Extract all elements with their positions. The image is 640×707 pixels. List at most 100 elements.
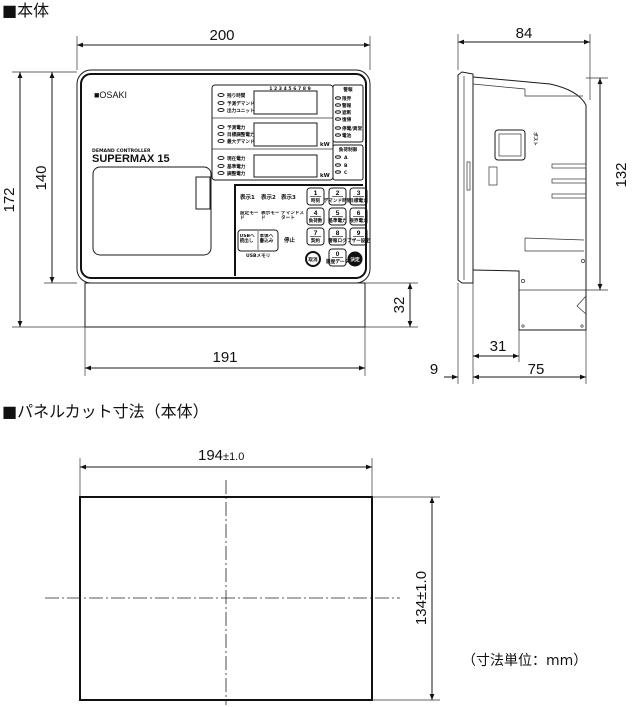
key-label: 警報ログ [328, 237, 347, 244]
demand-start-button[interactable]: デマンドスタート [281, 211, 305, 225]
display2-button[interactable]: 表示2 [260, 193, 276, 201]
buzzer-stop-button[interactable]: 停止 [284, 236, 296, 244]
usb-read-button[interactable]: USBへ読出し [240, 234, 258, 248]
key-frame [306, 227, 325, 246]
load-label: C [344, 170, 348, 176]
key-label: 基準電力 [327, 217, 347, 224]
key-number: 9 [357, 230, 361, 237]
load-header: 負荷制御 [339, 146, 358, 153]
model-name: SUPERMAX 15 [92, 153, 170, 165]
setting-mode-button[interactable]: 設定モード [240, 211, 259, 225]
unit-kw-2: kW [320, 142, 330, 148]
key-frame [328, 187, 347, 206]
port-label: ポスト [532, 132, 539, 146]
setting-mode-label: 設定モード [240, 211, 259, 222]
usb-write-button[interactable]: 本体へ書込み [260, 234, 278, 248]
model-subtitle: DEMAND CONTROLLER [92, 148, 151, 154]
key-label: ブザー設定 [347, 237, 370, 244]
key-frame [349, 207, 368, 226]
keypad-key-1[interactable]: 1時刻 [306, 187, 325, 206]
cancel-button-label: 取消 [308, 256, 318, 263]
dim-width-194-value: 194 [198, 447, 223, 464]
indicator-label: 目標調整電力 [227, 131, 255, 138]
key-number: 0 [336, 251, 340, 258]
key-frame [306, 187, 325, 206]
usb-button-group [237, 229, 279, 252]
unit-kw-3: kW [320, 173, 330, 179]
display1-button[interactable]: 表示1 [239, 193, 255, 201]
panel-cut-view: 194±1.0 134±1.0 （寸法単位：mm） [45, 447, 587, 705]
load-label: B [344, 163, 348, 169]
key-number: 1 [314, 190, 318, 197]
enter-button[interactable] [347, 251, 363, 267]
key-label: 契約 [310, 237, 321, 244]
device-lower-body [84, 282, 366, 328]
key-frame [349, 227, 368, 246]
indicator-label: 残り時間 [227, 92, 246, 99]
section-title-body: ■本体 [2, 1, 49, 20]
dim-depth-84: 84 [516, 25, 533, 42]
display-header: 1 2 3 4 5 6 7 8 9 [269, 86, 311, 92]
key-label: 限界電力 [349, 217, 368, 224]
dim-height-134: 134±1.0 [413, 571, 430, 625]
alarm-indicators: 限界 警報 遮断 復帰 停電/異常 電池 [335, 95, 362, 139]
indicator-label: 調整電力 [227, 170, 246, 177]
usb-read-label: USBへ読出し [239, 234, 255, 245]
keypad: 1時刻2デマンド時限3目標電力4負荷数5基準電力6限界電力7契約8警報ログ9ブザ… [306, 187, 370, 267]
display-window-3 [253, 154, 318, 178]
dim-width-200: 200 [209, 27, 234, 44]
unit-note: （寸法単位：mm） [462, 653, 587, 669]
usb-label: USBメモリ [246, 253, 270, 259]
row1-indicators: 残り時間 予測デマンド 出力ユニット [217, 92, 255, 114]
load-label: A [344, 155, 348, 161]
usb-write-label: 本体へ書込み [259, 234, 274, 245]
load-control-panel [332, 144, 364, 181]
indicator-label: 最大デマンド [227, 138, 255, 145]
cancel-button[interactable] [305, 251, 321, 267]
alarm-label: 復帰 [341, 116, 352, 123]
display3-button[interactable]: 表示3 [280, 193, 296, 201]
dim-depth-32: 32 [391, 297, 408, 314]
display-mode-button[interactable]: 表示モード [261, 211, 280, 225]
side-switch [488, 166, 498, 186]
key-number: 5 [336, 210, 340, 217]
key-frame [349, 187, 368, 206]
key-label: 履歴データ [326, 258, 349, 265]
side-port [494, 129, 526, 161]
alarm-label: 警報 [342, 102, 352, 109]
key-frame [306, 207, 325, 226]
keypad-area [234, 184, 363, 276]
key-number: 7 [314, 230, 318, 237]
key-number: 8 [336, 230, 340, 237]
side-view: 84 ポスト 132 31 75 9 [430, 25, 630, 384]
dim-9: 9 [430, 361, 438, 378]
alarm-header: 警報 [343, 86, 353, 93]
key-number: 2 [336, 190, 340, 197]
indicator-label: 予測電力 [227, 124, 246, 131]
alarm-panel [332, 84, 364, 143]
demand-start-label: デマンドスタート [281, 211, 304, 222]
indicator-label: 基準電力 [226, 163, 246, 170]
display-mode-label: 表示モード [261, 211, 280, 222]
key-frame [328, 227, 347, 246]
dim-75: 75 [528, 361, 545, 378]
alarm-label: 限界 [342, 95, 352, 102]
dim-height-132: 132 [613, 162, 630, 187]
alarm-label: 停電/異常 [342, 125, 362, 132]
device-front-panel [80, 73, 367, 279]
keypad-key-7[interactable]: 7契約 [306, 227, 325, 246]
alarm-label: 電池 [342, 132, 352, 139]
dim-width-tolerance: ±1.0 [223, 451, 244, 463]
key-frame [328, 248, 347, 267]
display-window-1 [253, 90, 318, 115]
key-number: 4 [314, 210, 318, 217]
